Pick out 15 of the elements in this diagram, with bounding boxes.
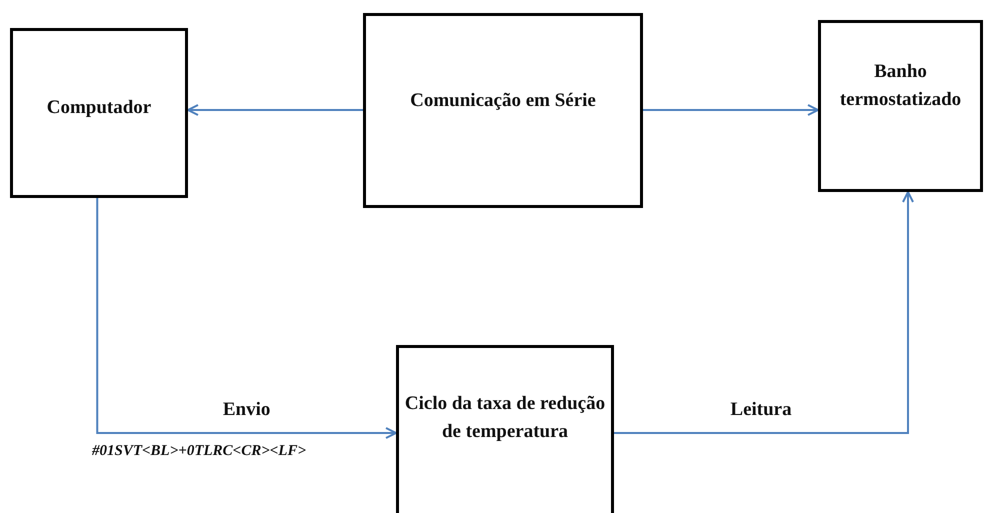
- box-label: Banho termostatizado: [838, 60, 962, 112]
- edge-label: Envio: [222, 399, 270, 421]
- command-string: #01SVT<BL>+0TLRC<CR><LF>: [92, 443, 306, 460]
- process-box: [396, 345, 614, 513]
- box-label: Computador: [46, 96, 152, 120]
- box-label: Comunicação em Série: [409, 88, 597, 113]
- arrow: [187, 104, 363, 116]
- process-box: [818, 20, 983, 192]
- process-box: [10, 28, 188, 198]
- box-label: Ciclo da taxa de redução de temperatura: [404, 392, 606, 444]
- process-box: [363, 13, 643, 208]
- arrow: [614, 191, 914, 434]
- arrow: [96, 198, 397, 439]
- arrow: [643, 104, 819, 116]
- edge-label: Leitura: [730, 399, 792, 421]
